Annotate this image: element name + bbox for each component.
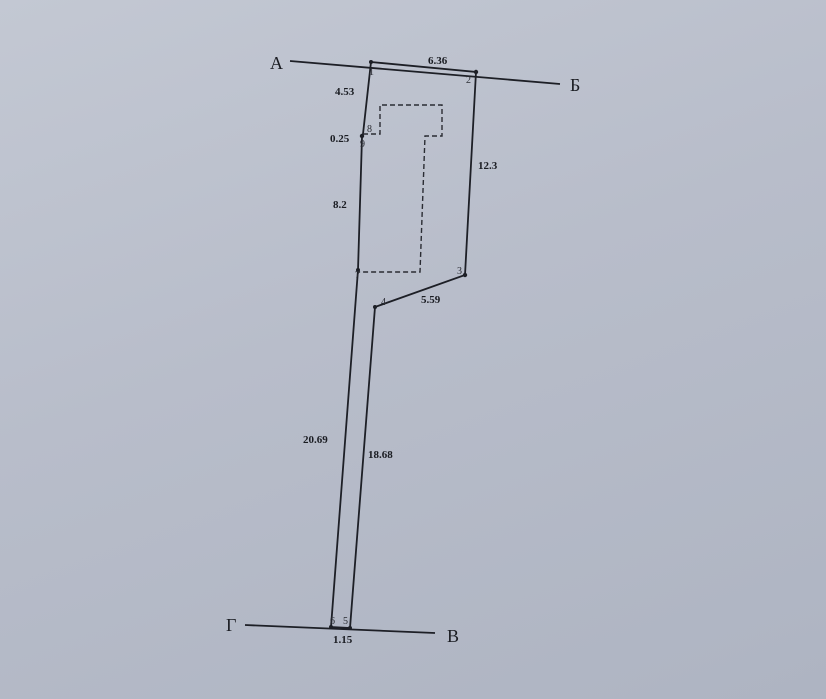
point-label: 5 xyxy=(343,616,348,627)
dimension-1-8: 4.53 xyxy=(335,86,355,98)
dimension-2-3: 12.3 xyxy=(478,160,498,172)
street-label-b: Б xyxy=(570,75,580,95)
point-label: 3 xyxy=(457,266,462,277)
point-label: 4 xyxy=(381,297,386,308)
dimension-9-7: 8.2 xyxy=(333,199,347,211)
dimension-7-6: 20.69 xyxy=(303,434,328,446)
street-line-g-v xyxy=(244,624,436,634)
boundary-points xyxy=(329,60,479,630)
dimension-4-5: 18.68 xyxy=(368,449,393,461)
point-label: 6 xyxy=(330,616,335,627)
street-line-a-b xyxy=(289,60,561,85)
point-label: 1 xyxy=(369,67,374,78)
point-label: 7 xyxy=(355,270,360,281)
point-label: 9 xyxy=(360,139,365,150)
street-label-v: В xyxy=(447,626,459,646)
street-label-g: Г xyxy=(226,615,236,635)
street-label-a: А xyxy=(270,53,283,73)
point-label: 2 xyxy=(466,75,471,86)
dimension-8-9: 0.25 xyxy=(330,133,350,145)
point-label: 8 xyxy=(367,124,372,135)
plot-boundary xyxy=(330,61,477,629)
dimension-3-4: 5.59 xyxy=(421,294,441,306)
dimension-6-5: 1.15 xyxy=(333,634,353,646)
building-outline xyxy=(358,104,443,273)
dimension-1-2: 6.36 xyxy=(428,55,448,67)
